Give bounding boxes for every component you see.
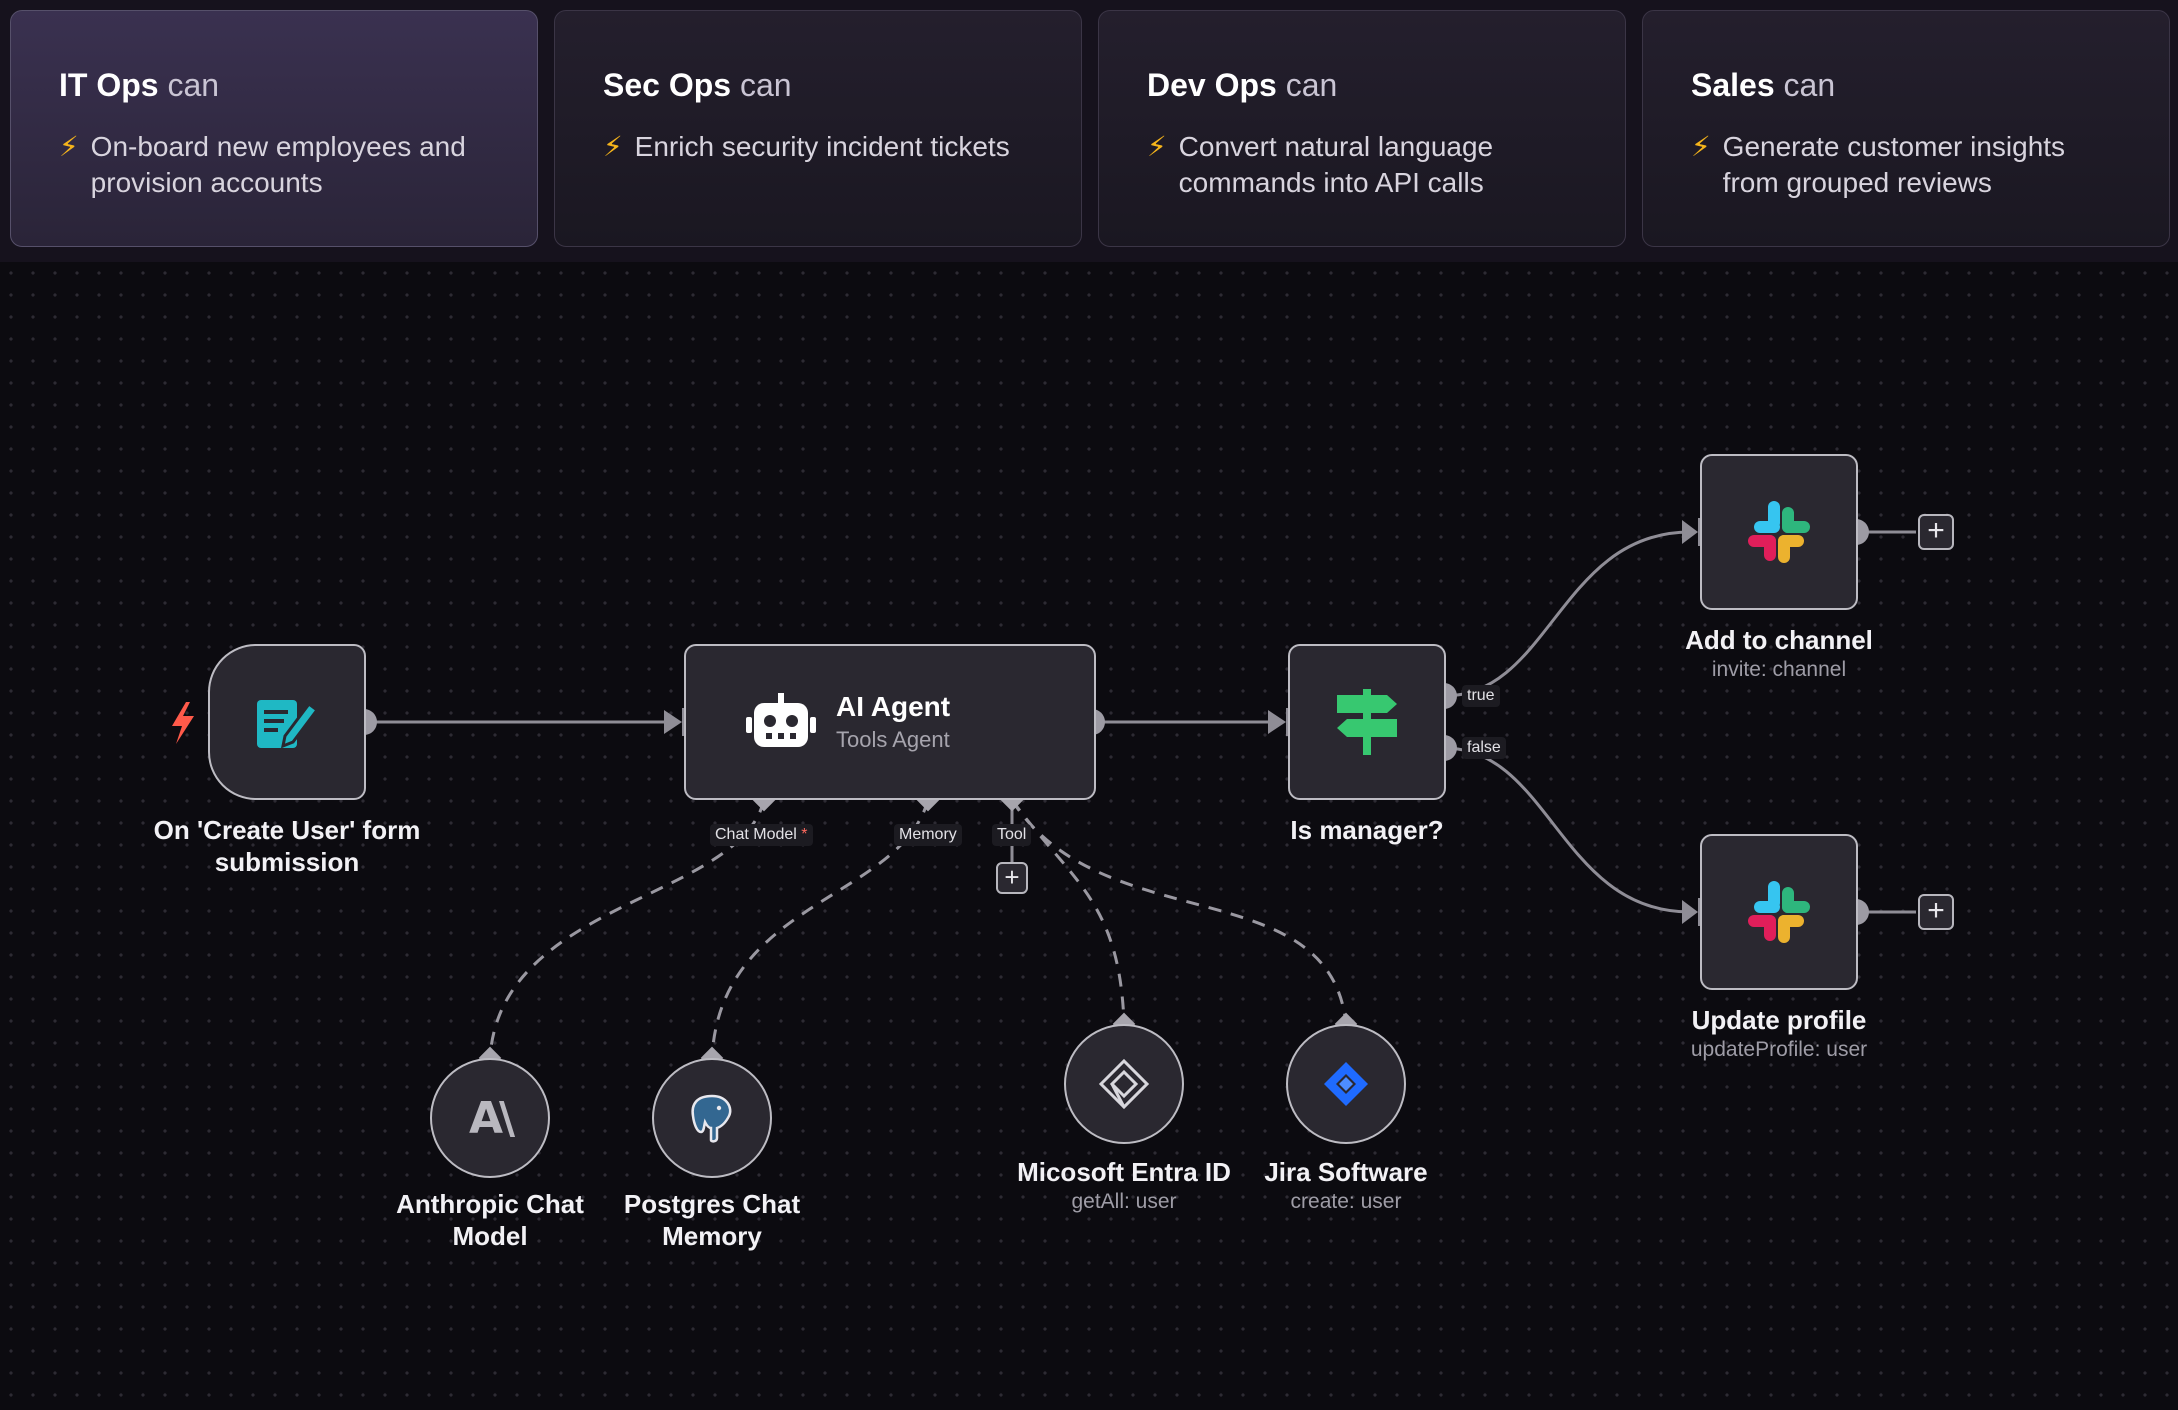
if-input-arrow — [1268, 710, 1286, 734]
trigger-node-label: On 'Create User' form submission — [153, 815, 421, 877]
anthropic-icon: A\ — [468, 1092, 515, 1144]
postgres-elephant-icon — [691, 1094, 732, 1143]
entra-id-sub: getAll: user — [1071, 1190, 1177, 1213]
tool-port-label: Tool — [992, 824, 1032, 846]
connection-chat-model — [488, 799, 766, 1059]
add-node-after-add-to-channel[interactable]: + — [1918, 514, 1954, 550]
slack-top-input-arrow — [1682, 520, 1698, 544]
slack-update-profile-label: Update profile — [1691, 1005, 1867, 1035]
card-sales[interactable]: Sales can ⚡ Generate customer insights f… — [1642, 10, 2170, 247]
slack-add-to-channel-sub: invite: channel — [1711, 658, 1847, 681]
card-description: ⚡ Generate customer insights from groupe… — [1691, 129, 2121, 201]
trigger-bolt-icon — [172, 702, 194, 744]
card-title: Sales can — [1691, 67, 1836, 103]
connection-memory — [710, 799, 930, 1059]
form-edit-icon — [257, 700, 319, 749]
postgres-chat-memory-node[interactable] — [652, 1058, 772, 1178]
false-branch-label: false — [1462, 737, 1506, 759]
memory-port-label: Memory — [894, 824, 962, 846]
card-title: IT Ops can — [59, 67, 220, 103]
slack-add-to-channel-label: Add to channel — [1685, 625, 1873, 655]
true-branch-label: true — [1462, 685, 1500, 707]
slack-add-to-channel-node[interactable] — [1700, 454, 1858, 610]
trigger-node[interactable] — [208, 644, 366, 800]
add-tool-button[interactable]: + — [996, 862, 1028, 894]
entra-diamond-icon — [1098, 1058, 1150, 1110]
card-dev-ops[interactable]: Dev Ops can ⚡ Convert natural language c… — [1098, 10, 1626, 247]
entra-id-node[interactable] — [1064, 1024, 1184, 1144]
postgres-chat-memory-label: Postgres Chat Memory — [623, 1189, 801, 1251]
jira-software-sub: create: user — [1290, 1190, 1402, 1213]
agent-input-arrow — [664, 710, 682, 734]
slack-icon — [1748, 501, 1810, 563]
connection-tool-jira — [1010, 799, 1348, 1025]
is-manager-node[interactable] — [1288, 644, 1446, 800]
jira-icon — [1324, 1062, 1368, 1106]
slack-icon — [1748, 881, 1810, 943]
card-title: Sec Ops can — [603, 67, 792, 103]
lightning-icon: ⚡ — [1691, 131, 1711, 162]
is-manager-label: Is manager? — [1290, 815, 1444, 845]
card-title: Dev Ops can — [1147, 67, 1338, 103]
card-description: ⚡ Convert natural language commands into… — [1147, 129, 1577, 201]
required-marker: * — [801, 826, 808, 843]
robot-icon — [746, 693, 816, 747]
chat-model-port-label: Chat Model * — [710, 824, 813, 846]
slack-update-profile-sub: updateProfile: user — [1690, 1038, 1868, 1061]
jira-software-node[interactable] — [1286, 1024, 1406, 1144]
anthropic-chat-model-label: Anthropic Chat Model — [396, 1189, 584, 1251]
jira-software-label: Jira Software — [1264, 1157, 1428, 1187]
slack-bottom-input-arrow — [1682, 900, 1698, 924]
signpost-icon — [1337, 689, 1397, 755]
agent-subtitle: Tools Agent — [836, 727, 950, 752]
entra-id-label: Micosoft Entra ID — [1017, 1157, 1231, 1187]
ai-agent-node[interactable]: AI Agent Tools Agent — [684, 644, 1096, 800]
anthropic-chat-model-node[interactable]: A\ — [430, 1058, 550, 1178]
add-node-after-update-profile[interactable]: + — [1918, 894, 1954, 930]
agent-text: AI Agent Tools Agent — [836, 691, 950, 753]
agent-title: AI Agent — [836, 691, 951, 722]
card-description: ⚡ Enrich security incident tickets — [603, 129, 1033, 165]
lightning-icon: ⚡ — [59, 131, 79, 162]
card-description: ⚡ On-board new employees and provision a… — [59, 129, 489, 201]
card-sec-ops[interactable]: Sec Ops can ⚡ Enrich security incident t… — [554, 10, 1082, 247]
lightning-icon: ⚡ — [603, 131, 623, 162]
card-it-ops[interactable]: IT Ops can ⚡ On-board new employees and … — [10, 10, 538, 247]
lightning-icon: ⚡ — [1147, 131, 1167, 162]
slack-update-profile-node[interactable] — [1700, 834, 1858, 990]
